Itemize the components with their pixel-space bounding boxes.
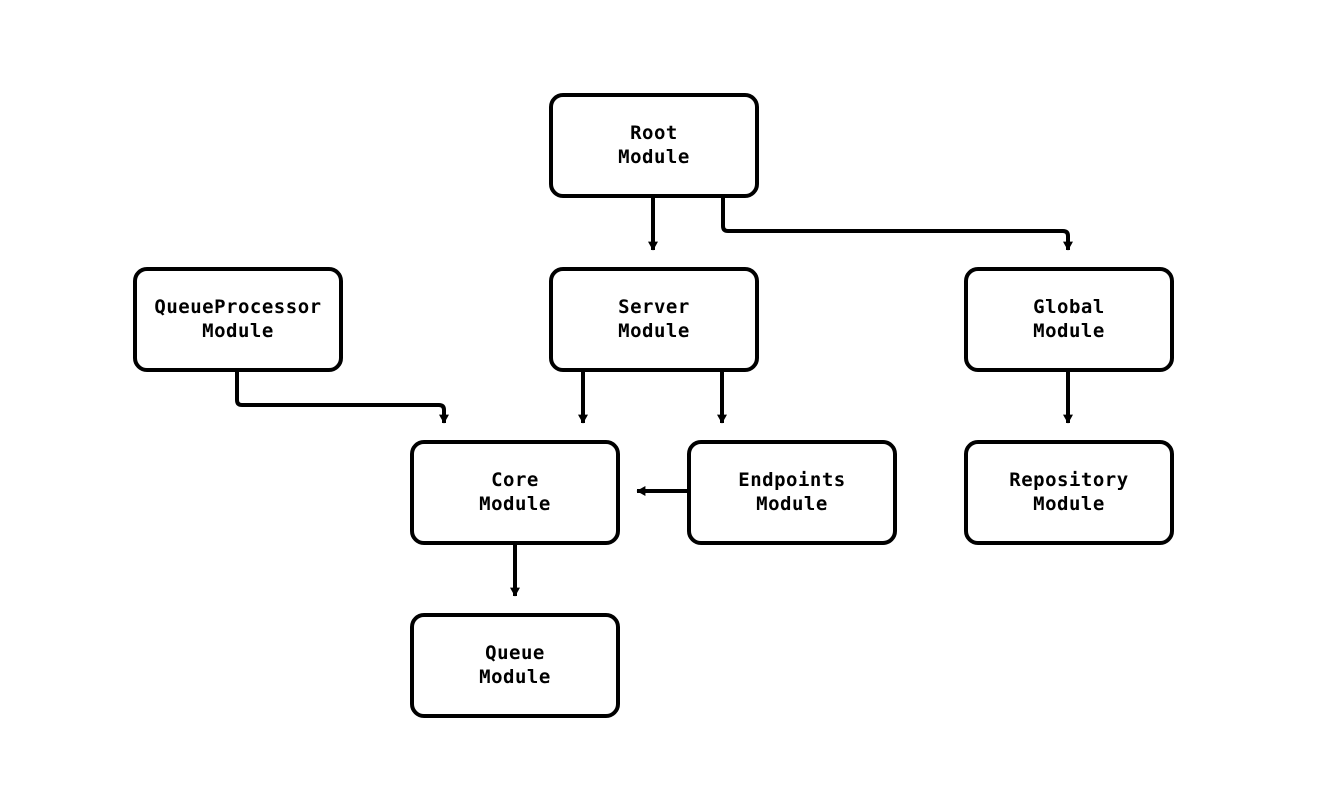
node-core-label-line2: Module bbox=[479, 492, 551, 515]
node-server-label-line2: Module bbox=[618, 319, 690, 342]
node-queueprocessor-label-line2: Module bbox=[202, 319, 274, 342]
node-endpoints-label-line2: Module bbox=[756, 492, 828, 515]
node-global-label-line1: Global bbox=[1033, 296, 1105, 319]
node-repository-label-line1: Repository bbox=[1009, 469, 1129, 492]
node-endpoints-label-line1: Endpoints bbox=[738, 469, 846, 492]
node-queueprocessor-label-line1: QueueProcessor bbox=[154, 296, 322, 319]
node-queue-label-line1: Queue bbox=[485, 642, 545, 665]
node-root-label-line1: Root bbox=[630, 122, 678, 145]
edge-root-to-global bbox=[721, 198, 1073, 251]
node-core-label-line1: Core bbox=[491, 469, 539, 492]
node-root-label-line2: Module bbox=[618, 145, 690, 168]
node-server-label-line1: Server bbox=[618, 296, 690, 319]
edge-queueprocessor-to-core bbox=[235, 372, 449, 424]
node-queue-label-line2: Module bbox=[479, 665, 551, 688]
node-repository-label-line2: Module bbox=[1033, 492, 1105, 515]
node-global-label-line2: Module bbox=[1033, 319, 1105, 342]
